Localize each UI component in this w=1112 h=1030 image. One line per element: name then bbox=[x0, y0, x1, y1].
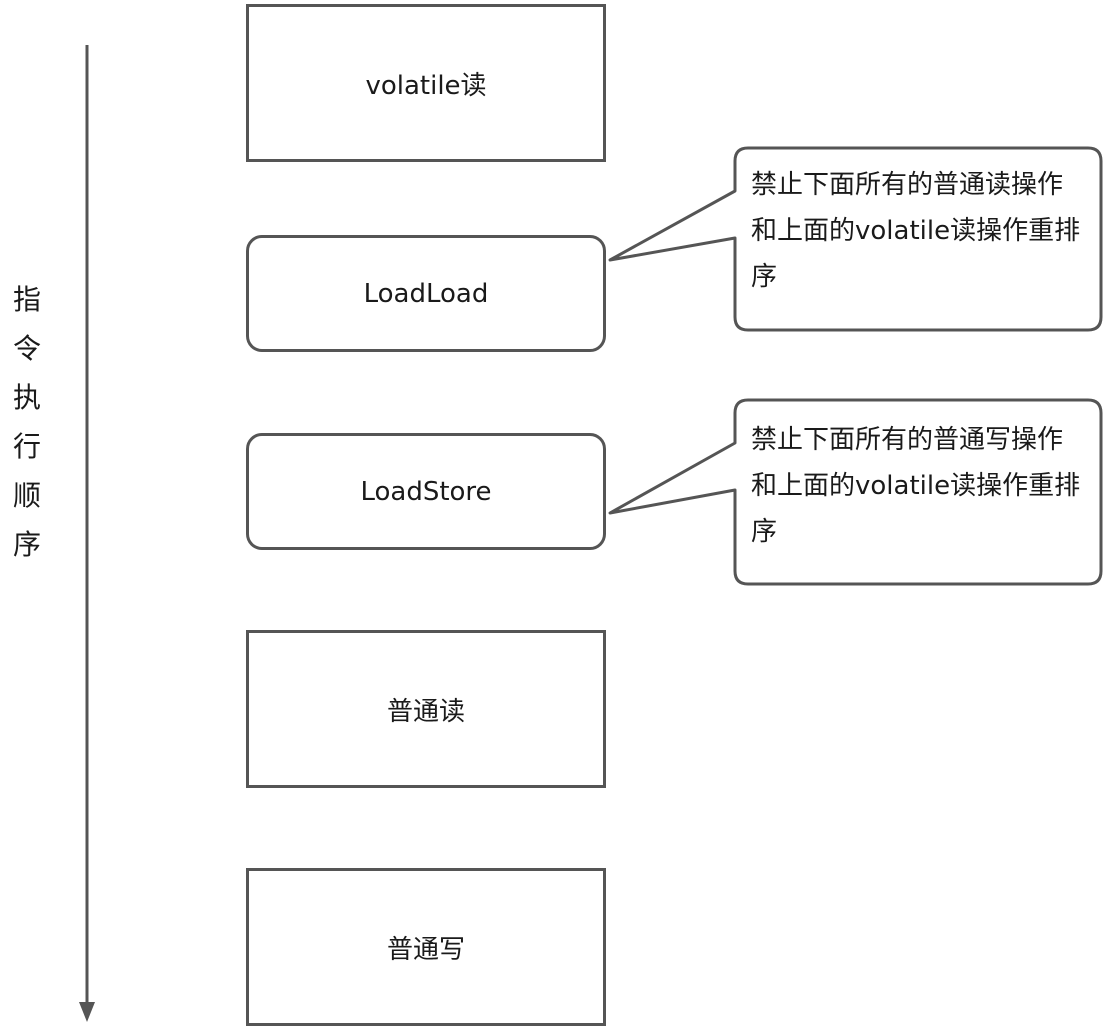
callout-line: 禁止下面所有的普通读操作 bbox=[751, 170, 1064, 200]
callout-line: 序 bbox=[751, 262, 778, 292]
volatile-read-label: volatile读 bbox=[365, 70, 487, 101]
callout-line: 和上面的volatile读操作重排 bbox=[751, 216, 1081, 246]
loadload-label: LoadLoad bbox=[363, 278, 489, 309]
execution-order-label: 指 令 执 行 顺 序 bbox=[11, 275, 43, 569]
axis-label-char: 执 bbox=[12, 381, 41, 414]
callout-loadstore-text: 禁止下面所有的普通写操作 和上面的volatile读操作重排 序 bbox=[751, 417, 1101, 555]
execution-order-arrowhead bbox=[79, 1002, 95, 1022]
callout-loadstore-shape bbox=[608, 398, 1103, 586]
axis-label-char: 序 bbox=[12, 528, 41, 561]
axis-label-char: 指 bbox=[12, 283, 41, 316]
callout-loadload-text: 禁止下面所有的普通读操作 和上面的volatile读操作重排 序 bbox=[751, 162, 1101, 300]
callout-loadload-shape bbox=[608, 146, 1103, 332]
loadstore-barrier-box: LoadStore bbox=[246, 433, 606, 550]
axis-label-char: 行 bbox=[12, 430, 41, 463]
axis-label-char: 顺 bbox=[12, 479, 41, 512]
callout-line: 禁止下面所有的普通写操作 bbox=[751, 425, 1064, 455]
normal-write-box: 普通写 bbox=[246, 868, 606, 1026]
loadstore-label: LoadStore bbox=[360, 476, 492, 507]
callout-line: 序 bbox=[751, 517, 778, 547]
loadload-barrier-box: LoadLoad bbox=[246, 235, 606, 352]
normal-write-label: 普通写 bbox=[386, 934, 465, 965]
normal-read-label: 普通读 bbox=[386, 696, 465, 727]
axis-label-char: 令 bbox=[12, 332, 41, 365]
volatile-read-box: volatile读 bbox=[246, 4, 606, 162]
normal-read-box: 普通读 bbox=[246, 630, 606, 788]
callout-line: 和上面的volatile读操作重排 bbox=[751, 471, 1081, 501]
